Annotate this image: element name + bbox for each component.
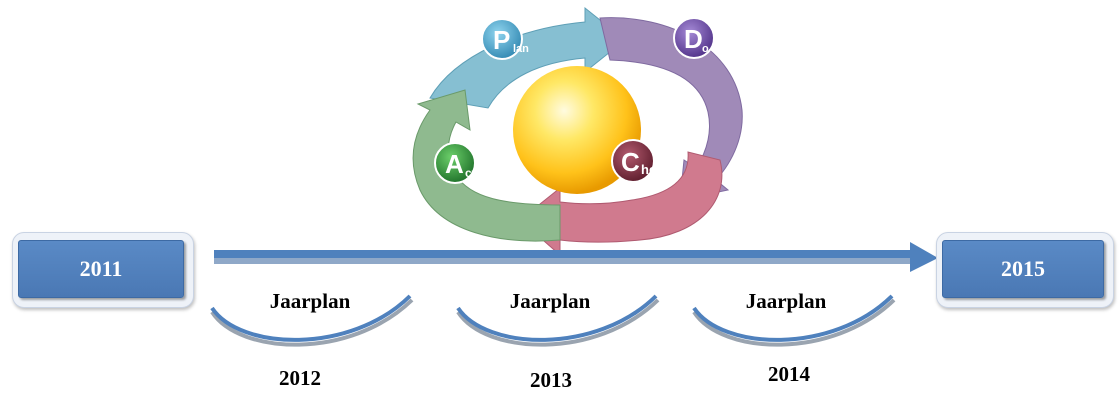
arc-2012 bbox=[210, 294, 414, 347]
check-badge: C heck bbox=[611, 139, 671, 183]
year-label-2012: 2012 bbox=[279, 366, 321, 390]
plan-label-2012: Jaarplan bbox=[269, 289, 351, 313]
end-year-box: 2015 bbox=[942, 240, 1104, 298]
do-badge: D o bbox=[673, 17, 715, 59]
check-suffix: heck bbox=[641, 162, 671, 177]
do-suffix: o bbox=[702, 43, 709, 55]
plan-letter: P bbox=[493, 25, 510, 55]
plan-label-2013: Jaarplan bbox=[509, 289, 591, 313]
plan-badge: P lan bbox=[481, 18, 529, 60]
end-year-label: 2015 bbox=[1001, 256, 1045, 281]
arc-2014 bbox=[692, 294, 896, 347]
year-label-2013: 2013 bbox=[530, 368, 572, 392]
start-year-label: 2011 bbox=[79, 256, 123, 281]
year-label-2014: 2014 bbox=[768, 362, 810, 386]
plan-label-2014: Jaarplan bbox=[745, 289, 827, 313]
check-letter: C bbox=[621, 147, 640, 177]
start-year-box: 2011 bbox=[18, 240, 184, 298]
center-sphere bbox=[513, 66, 641, 194]
act-suffix: ct bbox=[465, 166, 476, 180]
plan-suffix: lan bbox=[513, 43, 529, 55]
timeline-arrow bbox=[214, 242, 938, 272]
do-letter: D bbox=[684, 24, 703, 54]
act-arrow bbox=[412, 89, 561, 242]
act-badge: A ct bbox=[434, 142, 476, 184]
plan-arrow bbox=[429, 6, 626, 109]
arc-2013 bbox=[456, 294, 660, 347]
act-letter: A bbox=[445, 149, 464, 179]
